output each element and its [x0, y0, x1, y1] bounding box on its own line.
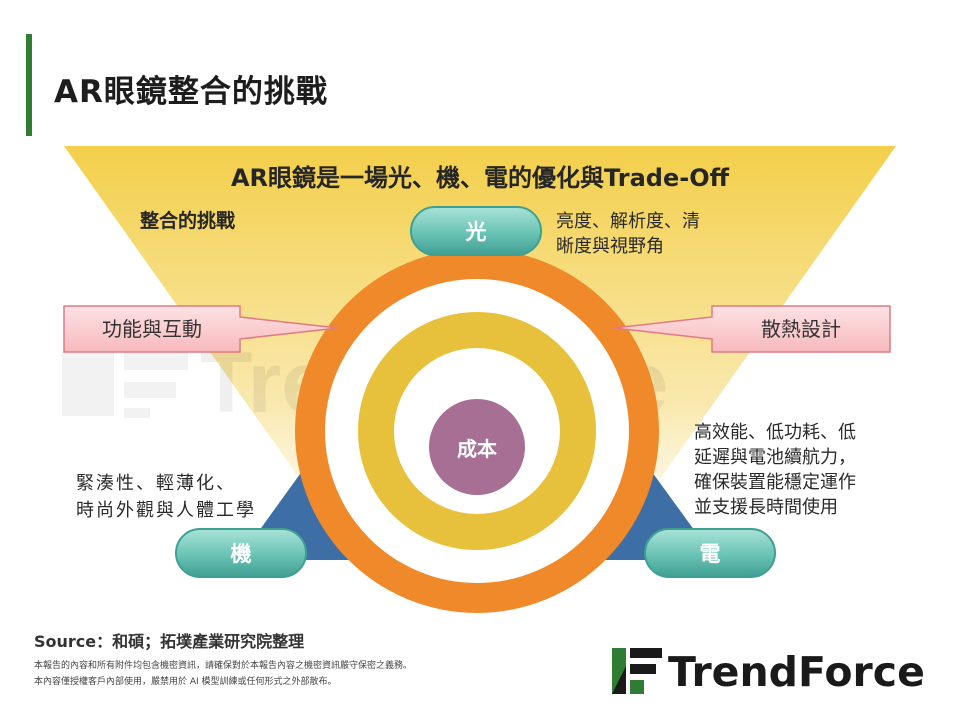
arrow-left-label: 功能與互動 [102, 317, 202, 341]
node-mechanical-label: 機 [231, 542, 252, 566]
caption-mechanical-line: 時尚外觀與人體工學 [76, 500, 256, 521]
caption-electrical-line: 並支援長時間使用 [694, 497, 838, 518]
arrow-right-thermal: 散熱設計 [613, 305, 891, 353]
ring-label-weight: 重量 [457, 287, 497, 311]
disclaimer-line: 本內容僅授權客戶內部使用，嚴禁用於 AI 模型訓練或任何形式之外部散布。 [34, 677, 337, 687]
node-light-label: 光 [465, 220, 487, 244]
arrow-right-label: 散熱設計 [761, 317, 841, 341]
watermark-logo [62, 352, 188, 418]
caption-light-line: 亮度、解析度、清 [556, 211, 700, 232]
trendforce-logo-icon [612, 648, 662, 694]
ring-label-human-factors: 人因 [457, 352, 497, 376]
caption-electrical-line: 高效能、低功耗、低 [694, 422, 856, 443]
node-mechanical: 機 [175, 528, 307, 578]
caption-electrical: 高效能、低功耗、低 延遲與電池續航力， 確保裝置能穩定運作 並支援長時間使用 [694, 420, 904, 520]
caption-mechanical-line: 緊湊性、輕薄化、 [76, 473, 236, 494]
core-label-cost: 成本 [457, 437, 497, 461]
page-title: AR眼鏡整合的挑戰 [54, 74, 328, 110]
disclaimer: 本報告的內容和所有附件均包含機密資訊，請確保對於本報告內容之機密資訊嚴守保密之義… [34, 658, 412, 690]
banner-title: AR眼鏡是一場光、機、電的優化與Trade-Off [230, 164, 730, 192]
section-label: 整合的挑戰 [140, 210, 236, 232]
arrow-left-function: 功能與互動 [63, 305, 339, 353]
caption-electrical-line: 延遲與電池續航力， [694, 447, 856, 468]
source-note: Source：和碩；拓墣產業研究院整理 [34, 632, 305, 651]
disclaimer-line: 本報告的內容和所有附件均包含機密資訊，請確保對於本報告內容之機密資訊嚴守保密之義… [34, 661, 413, 671]
core-cost [429, 399, 525, 495]
caption-light: 亮度、解析度、清 晰度與視野角 [556, 209, 756, 259]
trendforce-logo-text: TrendForce [668, 648, 925, 696]
node-electrical-label: 電 [700, 542, 721, 566]
title-accent-bar [26, 34, 32, 136]
node-light: 光 [410, 206, 542, 256]
node-electrical: 電 [644, 528, 776, 578]
caption-electrical-line: 確保裝置能穩定運作 [694, 472, 856, 493]
caption-mechanical: 緊湊性、輕薄化、 時尚外觀與人體工學 [76, 470, 296, 524]
caption-light-line: 晰度與視野角 [556, 236, 664, 257]
